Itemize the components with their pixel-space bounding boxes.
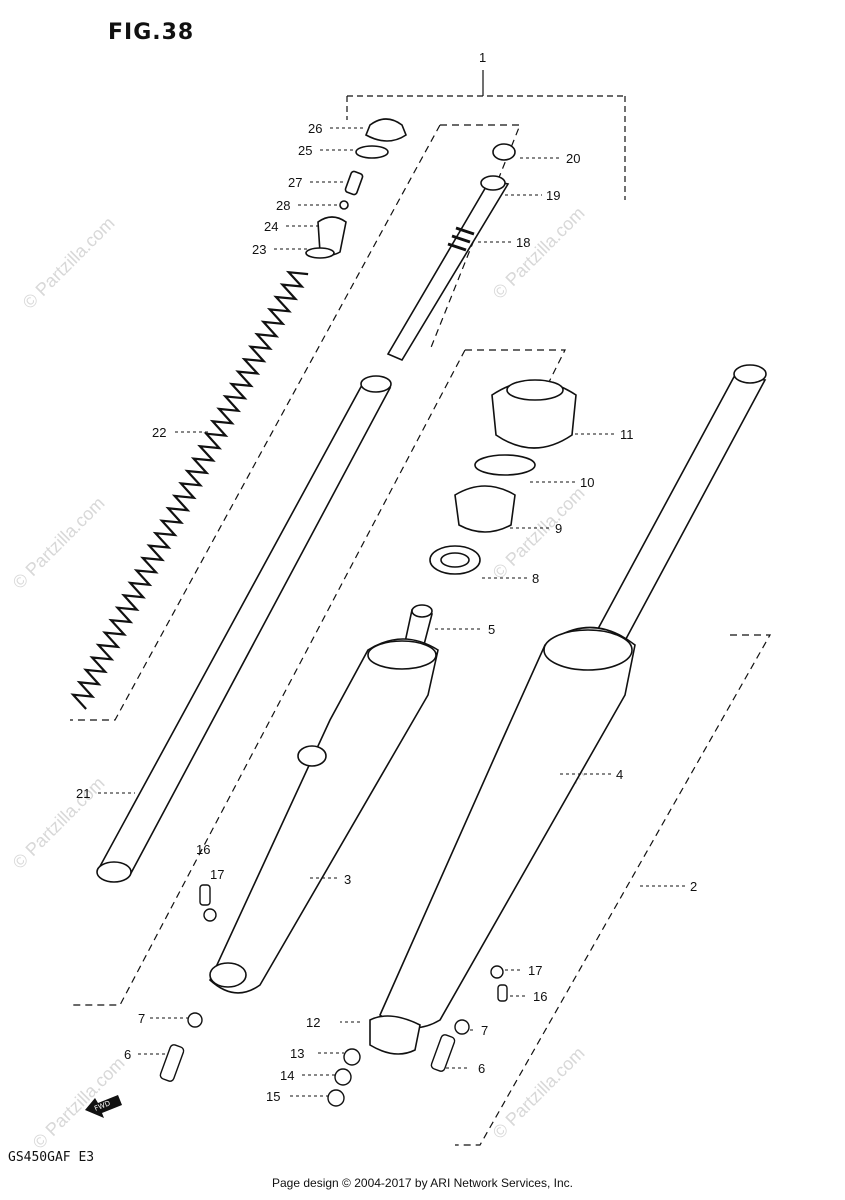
- callout-2: 2: [690, 879, 697, 894]
- o-ring: [355, 145, 389, 159]
- spring-seat-washer: [305, 247, 335, 259]
- callout-20: 20: [566, 151, 580, 166]
- callout-12: 12: [306, 1015, 320, 1030]
- bolt: [497, 984, 508, 1002]
- watermark: © Partzilla.com: [489, 1043, 589, 1143]
- callout-17: 17: [210, 867, 224, 882]
- callout-6: 6: [478, 1061, 485, 1076]
- washer: [454, 1019, 470, 1035]
- callout-25: 25: [298, 143, 312, 158]
- callout-18: 18: [516, 235, 530, 250]
- callout-10: 10: [580, 475, 594, 490]
- washer: [490, 965, 504, 979]
- bolt: [159, 1044, 185, 1082]
- callout-4: 4: [616, 767, 623, 782]
- valve: [344, 170, 364, 196]
- forward-arrow-icon: FWD: [85, 1095, 122, 1118]
- bolt: [430, 1034, 456, 1072]
- washer: [203, 908, 217, 922]
- callout-16: 16: [196, 842, 210, 857]
- callout-26: 26: [308, 121, 322, 136]
- callout-27: 27: [288, 175, 302, 190]
- nut: [334, 1068, 352, 1086]
- washer: [343, 1048, 361, 1066]
- watermark: © Partzilla.com: [9, 773, 109, 873]
- hardware: [159, 884, 508, 1107]
- outer-tube-left: [209, 604, 439, 994]
- bolt: [199, 884, 211, 906]
- page-credit: Page design © 2004-2017 by ARI Network S…: [271, 1176, 573, 1190]
- assembly-bracket-1: [346, 70, 626, 200]
- figure-title: FIG.38: [108, 20, 195, 45]
- oil-seal-stack: [429, 379, 577, 575]
- watermark: © Partzilla.com: [19, 213, 119, 313]
- callout-22: 22: [152, 425, 166, 440]
- callout-16: 16: [533, 989, 547, 1004]
- callout-19: 19: [546, 188, 560, 203]
- watermark: © Partzilla.com: [489, 203, 589, 303]
- valve-cap: [339, 200, 349, 210]
- callout-8: 8: [532, 571, 539, 586]
- fork-cap-group: [305, 118, 407, 259]
- callout-24: 24: [264, 219, 278, 234]
- callout-15: 15: [266, 1089, 280, 1104]
- callout-21: 21: [76, 786, 90, 801]
- callout-7: 7: [138, 1011, 145, 1026]
- dashed-enclosure-left: [70, 124, 772, 1146]
- callout-6: 6: [124, 1047, 131, 1062]
- callout-9: 9: [555, 521, 562, 536]
- callouts: 1 2 3 4 5 6 6 7 7 8 9 10 11 12 13 14 15 …: [76, 50, 697, 1104]
- fork-spring: [70, 270, 309, 710]
- callout-14: 14: [280, 1068, 294, 1083]
- callout-1: 1: [479, 50, 486, 65]
- fork-cap-bolt: [364, 118, 407, 142]
- callout-13: 13: [290, 1046, 304, 1061]
- damper-rod: [386, 143, 516, 362]
- watermark-layer: © Partzilla.com © Partzilla.com © Partzi…: [9, 203, 589, 1153]
- callout-5: 5: [488, 622, 495, 637]
- nut: [327, 1089, 345, 1107]
- inner-tube-left: [96, 375, 392, 883]
- leader-lines: [98, 127, 685, 1097]
- callout-7: 7: [481, 1023, 488, 1038]
- model-code: GS450GAF E3: [8, 1150, 95, 1165]
- callout-17: 17: [528, 963, 542, 978]
- watermark: © Partzilla.com: [9, 493, 109, 593]
- callout-3: 3: [344, 872, 351, 887]
- washer: [187, 1012, 203, 1028]
- callout-23: 23: [252, 242, 266, 257]
- callout-11: 11: [620, 427, 634, 442]
- outer-tube-right: [369, 364, 767, 1055]
- callout-28: 28: [276, 198, 290, 213]
